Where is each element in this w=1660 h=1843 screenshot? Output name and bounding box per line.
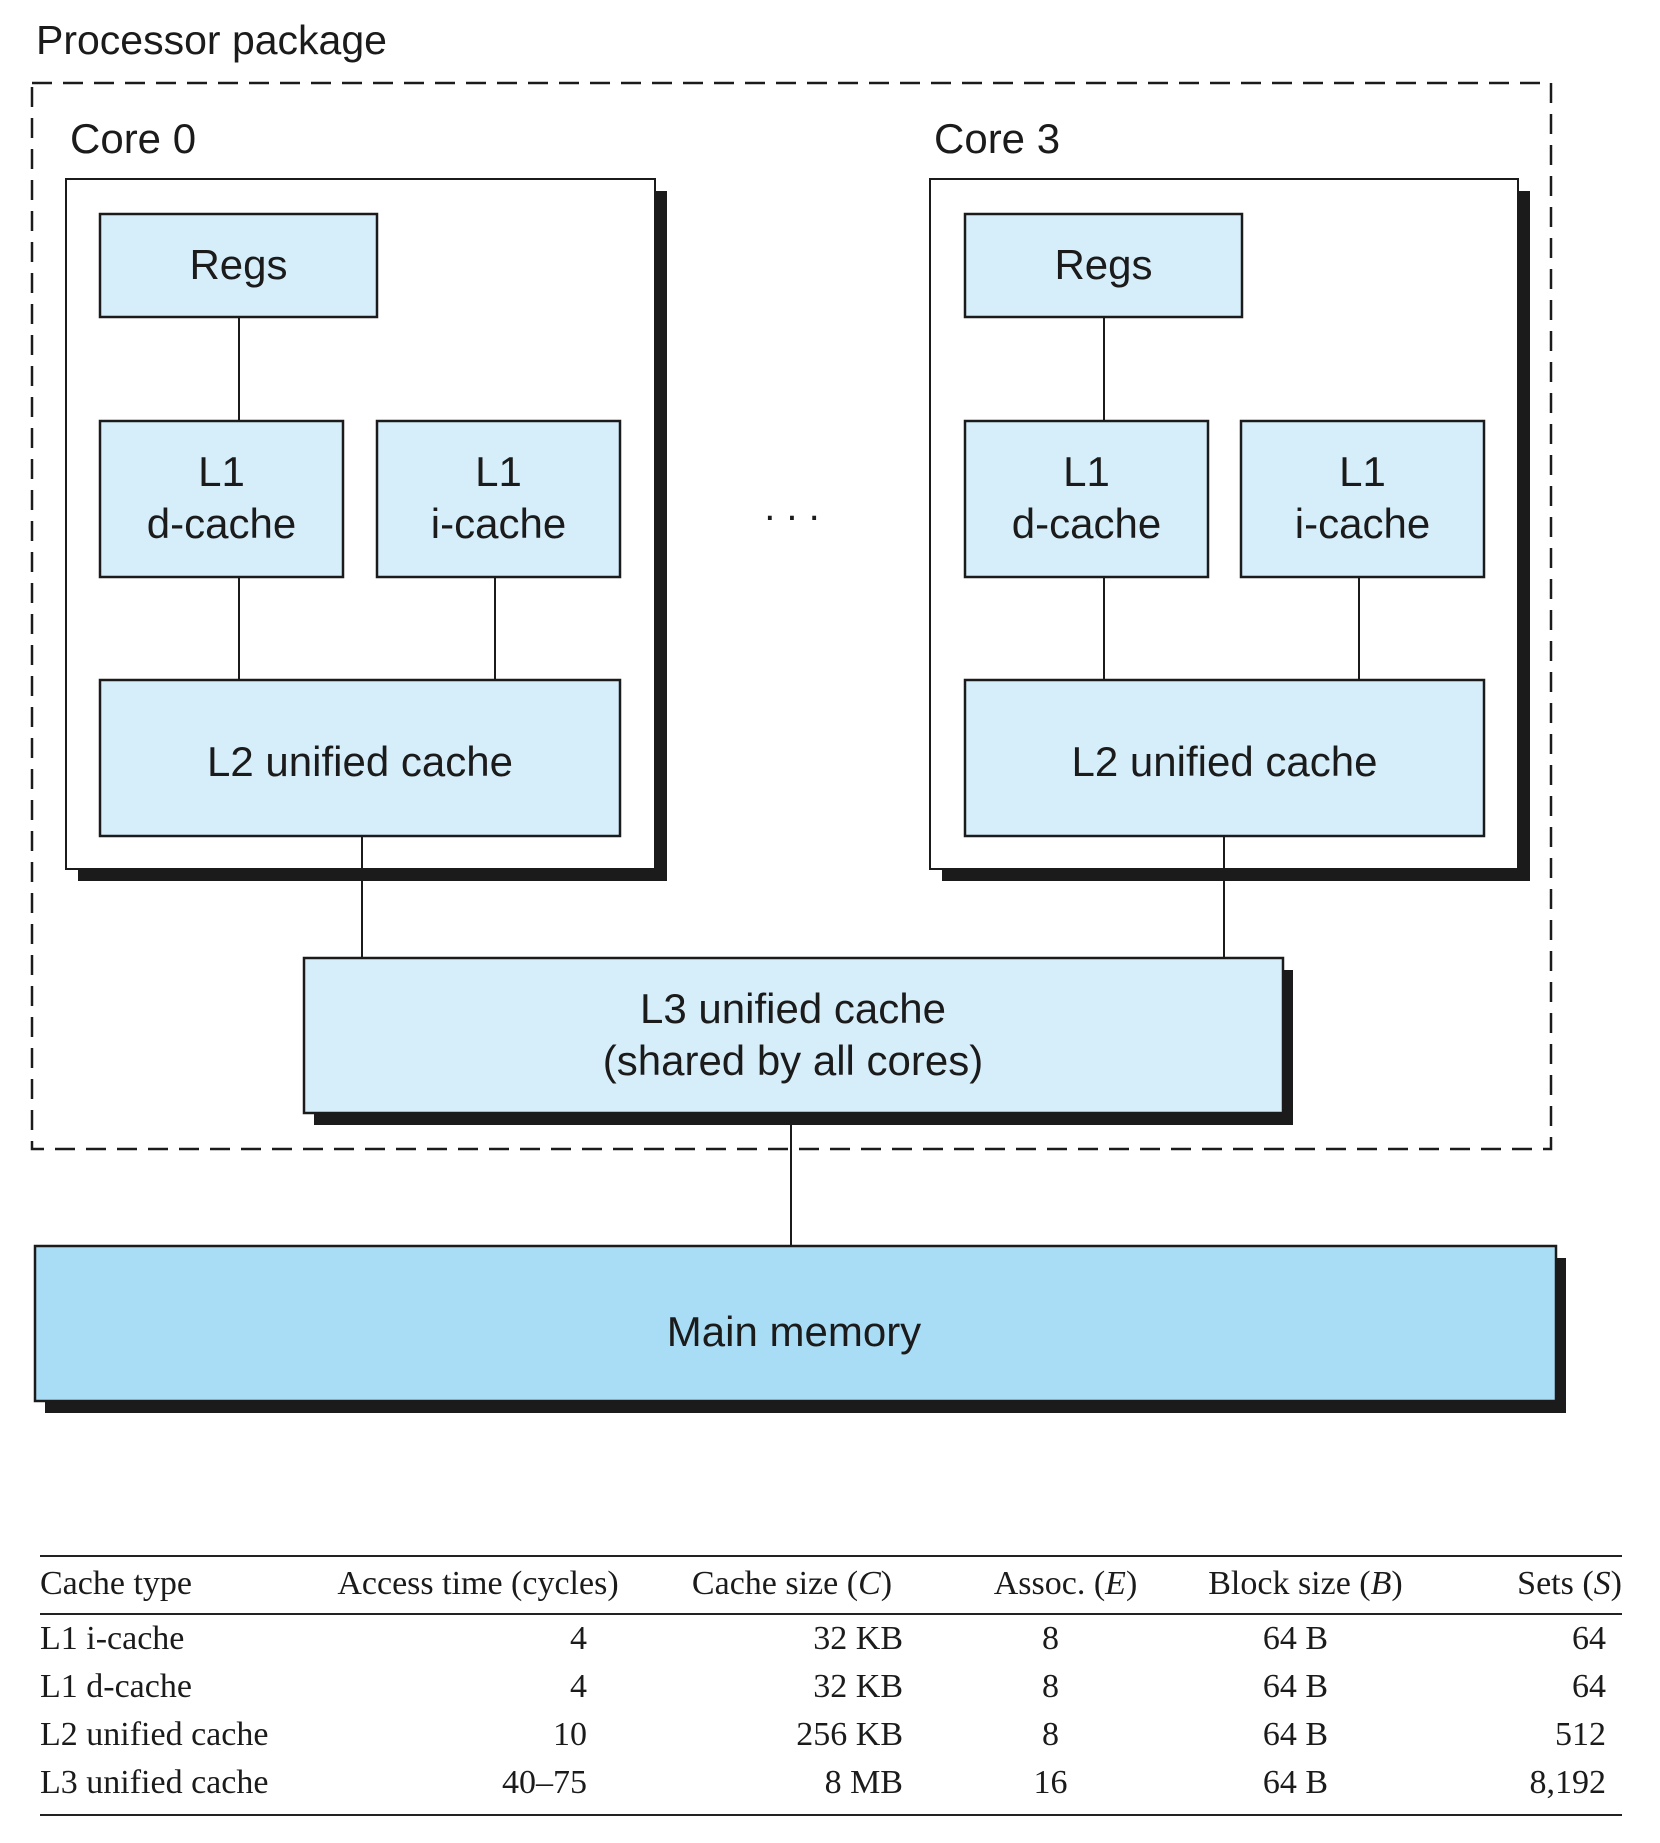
core-0-l2-label: L2 unified cache [207, 738, 513, 785]
cell-block-size: 64 B [1262, 1668, 1329, 1705]
cell-cache-size: 32 KB [813, 1620, 903, 1657]
more-cores-ellipsis: . . . [764, 485, 820, 529]
l3-label-line2: (shared by all cores) [603, 1037, 983, 1084]
cell-cache-type: L1 i-cache [40, 1620, 185, 1657]
core-3-regs-label: Regs [1054, 241, 1152, 288]
core-3-l1d-label-line1: L1 [1063, 448, 1110, 495]
l3-label-line1: L3 unified cache [640, 985, 946, 1032]
table-row: L1 d-cache 4 32 KB 8 64 B 64 [40, 1663, 1622, 1711]
core-3-l1i-box [1239, 419, 1486, 579]
cell-access-time: 40–75 [325, 1759, 631, 1816]
header-associativity: Assoc. (E) [953, 1555, 1178, 1615]
table-row: L1 i-cache 4 32 KB 8 64 B 64 [40, 1614, 1622, 1663]
cell-access-time: 4 [570, 1668, 587, 1705]
cell-associativity: 8 [1042, 1620, 1059, 1657]
header-cache-size: Cache size (C) [631, 1555, 953, 1615]
header-cache-type: Cache type [40, 1555, 325, 1615]
cache-parameters-table: Cache type Access time (cycles) Cache si… [40, 1555, 1622, 1816]
cell-cache-size: 8 MB [631, 1759, 953, 1816]
cell-associativity: 8 [1042, 1716, 1059, 1753]
cell-access-time: 4 [570, 1620, 587, 1657]
core-3-regs-box [963, 212, 1244, 319]
core-3-l2-box [963, 678, 1486, 838]
core-3-l1d-box [963, 419, 1210, 579]
l3-shared-cache: L3 unified cache (shared by all cores) [302, 956, 1293, 1125]
core-3: Core 3 Regs L1 d-cache L1 i-cache L2 uni… [929, 115, 1530, 881]
core-0-l1i-box [375, 419, 622, 579]
table-header-row: Cache type Access time (cycles) Cache si… [40, 1555, 1622, 1615]
cell-associativity: 8 [1042, 1668, 1059, 1705]
header-access-time: Access time (cycles) [325, 1555, 631, 1615]
cell-associativity: 16 [953, 1759, 1178, 1816]
core-0-l1d-label-line2: d-cache [147, 500, 296, 547]
cell-cache-size: 32 KB [813, 1668, 903, 1705]
core-0: Core 0 Regs L1 d-cache L1 i-cache L2 uni… [65, 115, 667, 881]
cell-sets: 64 [1572, 1668, 1606, 1705]
core-3-l1i-label-line1: L1 [1339, 448, 1386, 495]
core-0-regs-box [98, 212, 379, 319]
cell-cache-type: L1 d-cache [40, 1668, 192, 1705]
core-0-label: Core 0 [70, 115, 196, 162]
cell-block-size: 64 B [1178, 1759, 1433, 1816]
cell-block-size: 64 B [1262, 1620, 1329, 1657]
core-0-l1d-box [98, 419, 345, 579]
cell-sets: 512 [1555, 1716, 1606, 1753]
cell-cache-type: L2 unified cache [40, 1716, 269, 1753]
table-row: L2 unified cache 10 256 KB 8 64 B 512 [40, 1711, 1622, 1759]
cell-block-size: 64 B [1262, 1716, 1329, 1753]
processor-package-boundary [30, 81, 1553, 1151]
main-memory-label: Main memory [667, 1308, 921, 1355]
core-0-l2-box [98, 678, 622, 838]
main-memory: Main memory [33, 1244, 1566, 1413]
header-block-size: Block size (B) [1178, 1555, 1433, 1615]
core-3-l1i-label-line2: i-cache [1295, 500, 1430, 547]
cell-sets: 8,192 [1433, 1759, 1622, 1816]
core-0-l1i-label-line2: i-cache [431, 500, 566, 547]
cache-parameters-table-wrap: Cache type Access time (cycles) Cache si… [40, 1555, 1622, 1816]
core-3-label: Core 3 [934, 115, 1060, 162]
main-memory-box [33, 1244, 1558, 1403]
header-sets: Sets (S) [1433, 1555, 1622, 1615]
core-0-regs-label: Regs [189, 241, 287, 288]
core-0-l1i-label-line1: L1 [475, 448, 522, 495]
l3-box [302, 956, 1285, 1115]
processor-package-label: Processor package [36, 17, 387, 63]
cell-sets: 64 [1572, 1620, 1606, 1657]
cell-cache-size: 256 KB [796, 1716, 903, 1753]
core-0-l1d-label-line1: L1 [198, 448, 245, 495]
cell-access-time: 10 [553, 1716, 587, 1753]
cell-cache-type: L3 unified cache [40, 1759, 325, 1816]
core-3-l2-label: L2 unified cache [1072, 738, 1378, 785]
table-row: L3 unified cache 40–75 8 MB 16 64 B 8,19… [40, 1759, 1622, 1816]
core-3-l1d-label-line2: d-cache [1012, 500, 1161, 547]
